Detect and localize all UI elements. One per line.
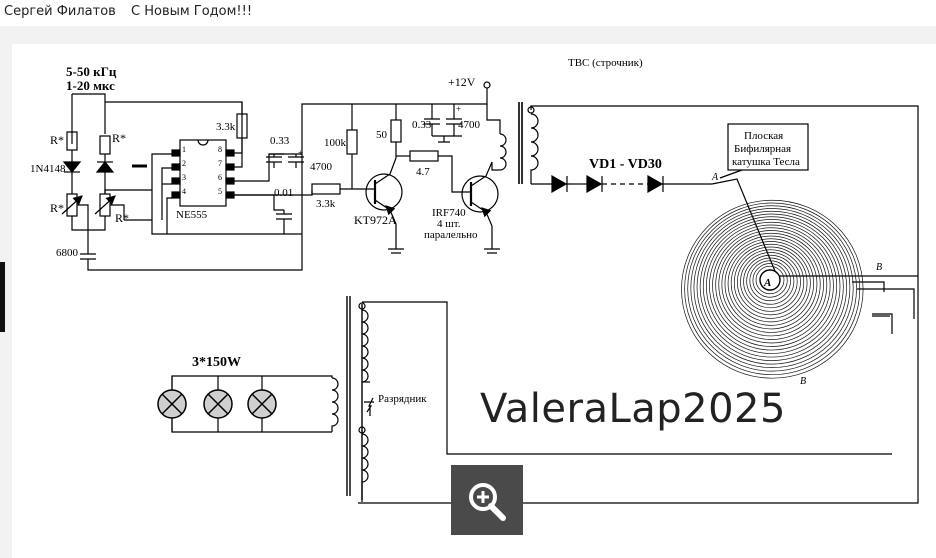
diagram-canvas[interactable]: 5-50 кГц 1-20 мкс R* R* 1N4148 R* R* 680… (12, 44, 936, 558)
coil-turn (696, 213, 847, 361)
transformer-label: ТВС (строчник) (568, 57, 643, 69)
cap-4700-left-label: 4700 (310, 161, 333, 173)
pin-2: 2 (182, 159, 186, 168)
r-3k3-bottom-label: 3.3k (316, 198, 336, 210)
pin-3: 3 (182, 173, 186, 182)
zoom-in-icon (469, 483, 506, 521)
coil-turn (727, 241, 815, 326)
pin-4: 4 (182, 187, 186, 196)
coil-turn (709, 224, 834, 347)
r-star-label-1: R* (50, 133, 64, 147)
coil-turn (690, 208, 854, 368)
transistor-parallel-label: паралельно (424, 229, 478, 241)
supply-label: +12V (448, 75, 476, 89)
coil-turn (737, 249, 805, 316)
coil-turn (740, 252, 801, 312)
coil-turn (684, 202, 861, 376)
zoom-button[interactable] (451, 465, 523, 535)
plus-sign-2: + (456, 104, 461, 114)
freq-label: 5-50 кГц (66, 64, 117, 79)
point-a-center-label: A (763, 277, 771, 289)
point-a-label: A (711, 172, 719, 183)
coil-turn (721, 235, 821, 333)
r-3k3-top-label: 3.3k (216, 121, 236, 133)
transistor-irf740-label: IRF740 (432, 207, 466, 219)
r-100k-label: 100k (324, 137, 347, 149)
cap-4700-right-label: 4700 (458, 119, 481, 131)
spark-gap-label: Разрядник (378, 393, 427, 405)
coil-turn (681, 199, 864, 379)
ne555-label: NE555 (176, 209, 208, 221)
pin-7: 7 (218, 159, 222, 168)
diode-1n4148-label: 1N4148 (30, 163, 66, 175)
coil-turn (693, 210, 851, 365)
watermark: ValeraLap2025 (480, 386, 786, 432)
coil-turn (730, 243, 811, 323)
lamps-label: 3*150W (192, 355, 241, 370)
transistor-count-label: 4 шт. (437, 218, 461, 230)
coil-turn (702, 219, 841, 354)
coil-label-line3: катушка Тесла (732, 156, 800, 168)
coil-turn (755, 265, 785, 295)
diode-chain-label: VD1 - VD30 (589, 157, 662, 172)
coil-label-line2: Бифилярная (734, 143, 791, 155)
pin-5: 5 (218, 187, 222, 196)
cap-033-right-label: 0.33 (412, 119, 432, 131)
pin-1: 1 (182, 145, 186, 154)
coil-label-line1: Плоская (744, 130, 783, 142)
pin-8: 8 (218, 145, 222, 154)
coil-turn (746, 257, 795, 305)
coil-turn (718, 232, 824, 337)
point-b-bottom-label: B (800, 376, 806, 387)
transistor-kt972a-label: KT972A (354, 213, 397, 227)
r-star-label-4: R* (115, 211, 129, 225)
r-star-label-3: R* (50, 201, 64, 215)
coil-turn (749, 260, 791, 302)
scroll-indicator (0, 262, 5, 332)
pulse-label: 1-20 мкс (66, 78, 115, 93)
coil-turn (724, 238, 818, 330)
r-50-label: 50 (376, 129, 388, 141)
plus-sign-1: + (298, 148, 303, 158)
cap-6800-label: 6800 (56, 247, 79, 259)
cap-001-label: 0.01 (274, 187, 293, 199)
coil-turn (687, 205, 857, 372)
r-star-label-2: R* (112, 131, 126, 145)
coil-turn (699, 216, 844, 358)
tesla-coil-spiral (759, 269, 781, 291)
coil-turn (752, 263, 788, 298)
author-name[interactable]: Сергей Филатов (4, 4, 116, 19)
post-title[interactable]: С Новым Годом!!! (131, 4, 253, 19)
coil-turn (705, 221, 838, 351)
r-47-label: 4.7 (416, 166, 430, 178)
coil-turn (715, 230, 828, 340)
coil-turn (712, 227, 831, 344)
schematic-diagram: 5-50 кГц 1-20 мкс R* R* 1N4148 R* R* 680… (30, 57, 919, 504)
post-header: Сергей Филатов С Новым Годом!!! (0, 0, 936, 26)
coil-turn (743, 254, 798, 309)
pin-6: 6 (218, 173, 222, 182)
cap-033-left-label: 0.33 (270, 135, 290, 147)
coil-turn (733, 246, 808, 319)
point-b-label: B (876, 262, 882, 273)
